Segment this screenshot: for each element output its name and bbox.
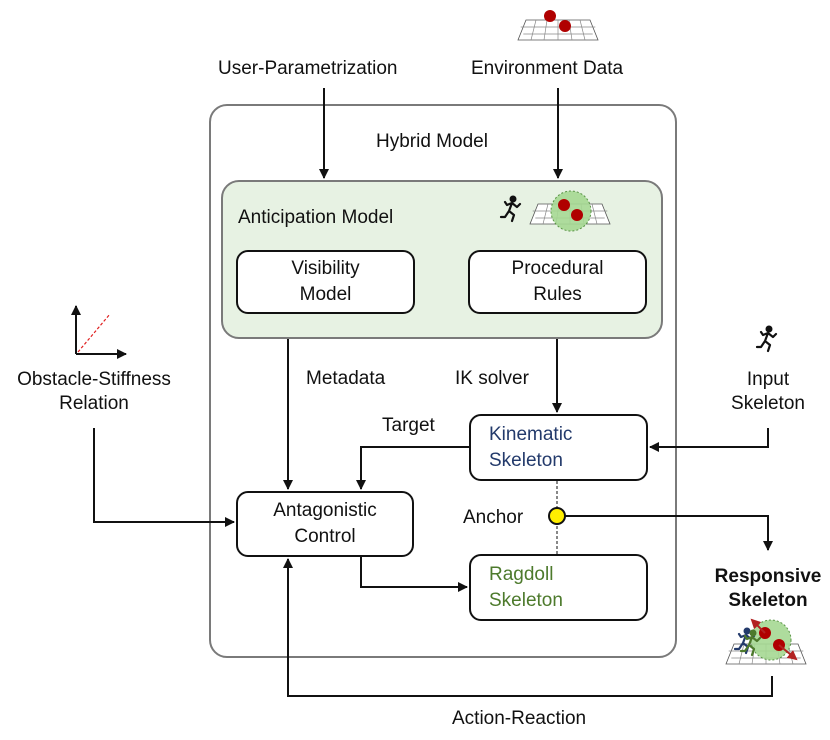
obstacle-stiffness-line1: Obstacle-Stiffness xyxy=(17,369,171,390)
obstacle-dot-icon xyxy=(571,209,583,221)
input-skeleton-label: Input Skeleton xyxy=(720,368,816,416)
user-parametrization-label: User-Parametrization xyxy=(218,58,398,79)
ik-solver-label: IK solver xyxy=(455,368,529,389)
obstacle-zone-icon xyxy=(550,190,592,232)
antagonistic-line2: Control xyxy=(294,526,356,547)
running-figure-icon xyxy=(499,194,522,223)
visibility-line2: Model xyxy=(299,284,352,305)
procedural-line2: Rules xyxy=(533,284,582,305)
visibility-model-node: Visibility Model xyxy=(236,250,415,314)
anchor-label: Anchor xyxy=(463,507,524,528)
antagonistic-line1: Antagonistic xyxy=(273,500,377,521)
edge-anchor-output xyxy=(565,515,773,551)
kinematic-skeleton-node: Kinematic Skeleton xyxy=(469,414,648,481)
action-reaction-label: Action-Reaction xyxy=(452,708,587,729)
kinematic-line1: Kinematic xyxy=(489,423,573,445)
edge-control-ragdoll xyxy=(360,557,468,592)
input-skeleton-icon xyxy=(755,324,778,353)
metadata-label: Metadata xyxy=(306,368,386,389)
ragdoll-line1: Ragdoll xyxy=(489,563,554,585)
input-skeleton-line1: Input xyxy=(746,369,790,390)
input-skeleton-line2: Skeleton xyxy=(731,393,805,414)
target-label: Target xyxy=(382,415,435,436)
kinematic-line2: Skeleton xyxy=(489,449,563,471)
edge-target xyxy=(356,446,469,490)
axes-icon xyxy=(71,305,127,359)
edge-action-reaction xyxy=(283,558,773,697)
responsive-line1: Responsive xyxy=(714,566,822,587)
ragdoll-line2: Skeleton xyxy=(489,589,563,611)
responsive-skeleton-icon xyxy=(725,618,807,665)
responsive-line2: Skeleton xyxy=(728,590,808,611)
obstacle-stiffness-label: Obstacle-Stiffness Relation xyxy=(4,368,184,416)
obstacle-stiffness-line2: Relation xyxy=(59,393,129,414)
anchor-point xyxy=(548,507,566,525)
responsive-skeleton-label: Responsive Skeleton xyxy=(706,565,830,613)
antagonistic-control-node: Antagonistic Control xyxy=(236,491,414,557)
procedural-rules-node: Procedural Rules xyxy=(468,250,647,314)
edge-input-skeleton xyxy=(649,428,769,452)
ragdoll-skeleton-node: Ragdoll Skeleton xyxy=(469,554,648,621)
environment-data-label: Environment Data xyxy=(471,58,624,79)
procedural-line1: Procedural xyxy=(511,258,604,279)
anticipation-model-title: Anticipation Model xyxy=(238,207,394,228)
hybrid-model-title: Hybrid Model xyxy=(376,131,488,152)
obstacle-dot-icon xyxy=(558,199,570,211)
edge-obstacle-stiffness xyxy=(93,428,235,527)
grid-with-obstacles-icon xyxy=(517,10,599,41)
visibility-line1: Visibility xyxy=(291,258,360,279)
